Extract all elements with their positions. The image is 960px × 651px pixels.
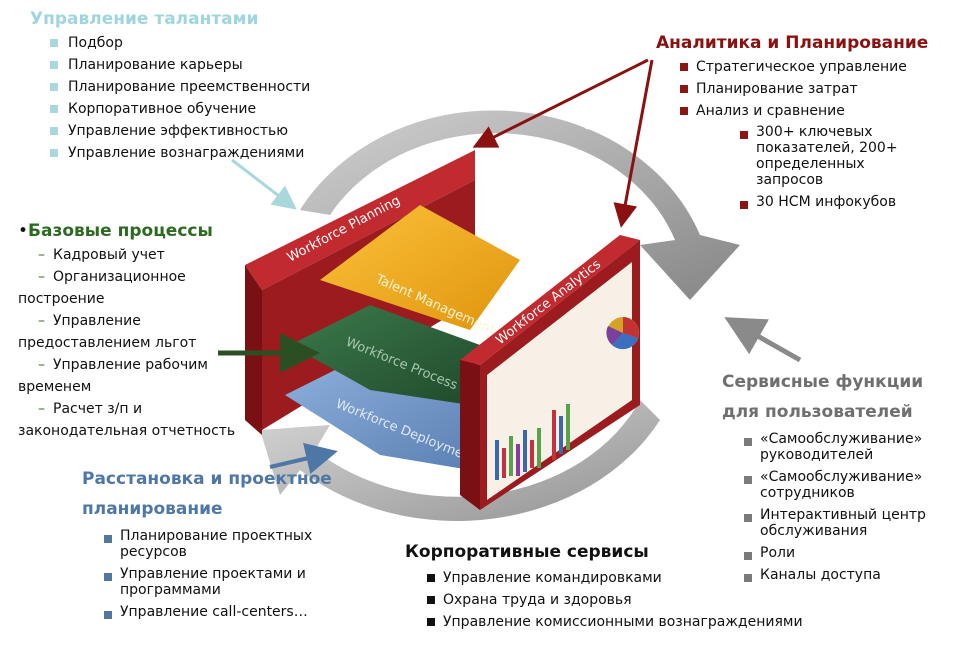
list-item: Управление вознаграждениями	[50, 142, 340, 164]
core-title: •Базовые процессы	[18, 221, 213, 241]
list-item: 30 HCM инфокубов	[740, 194, 926, 210]
core-title-bullet: •	[18, 221, 29, 241]
arrow-service	[724, 317, 802, 363]
analytics-sublist: 300+ ключевых показателей, 200+ определе…	[740, 124, 926, 210]
deploy-title: Расстановка и проектное планирование	[82, 469, 332, 519]
core-list: –Кадровый учет –Организационное построен…	[18, 244, 248, 442]
list-item: Интерактивный центр обслуживания	[744, 507, 950, 539]
list-item: «Самообслуживание» руководителей	[744, 431, 950, 463]
list-item: Подбор	[50, 32, 340, 54]
talent-management-block: Управление талантами Подбор Планирование…	[0, 8, 340, 164]
list-item: –Кадровый учет	[38, 247, 165, 263]
deploy-list: Планирование проектных ресурсов Управлен…	[104, 528, 350, 620]
list-item: Планирование преемственности	[50, 76, 340, 98]
list-item: –Организационное построение	[18, 269, 186, 307]
list-item: Планирование карьеры	[50, 54, 340, 76]
talent-title: Управление талантами	[30, 9, 259, 29]
corp-list: Управление командировками Охрана труда и…	[427, 567, 855, 633]
core-processes-block: •Базовые процессы –Кадровый учет –Органи…	[18, 220, 248, 442]
dashboard-thumbnail	[495, 317, 639, 480]
arrow-analytics-left	[472, 58, 649, 148]
list-item: Анализ и сравнение	[680, 100, 960, 122]
list-item: «Самообслуживание» сотрудников	[744, 469, 950, 501]
list-item: 300+ ключевых показателей, 200+ определе…	[740, 124, 926, 188]
list-item: Планирование затрат	[680, 78, 960, 100]
analytics-planning-block: Аналитика и Планирование Стратегическое …	[0, 32, 960, 216]
list-item: Управление комиссионными вознаграждениям…	[427, 611, 855, 633]
list-item: Управление командировками	[427, 567, 855, 589]
analytics-title: Аналитика и Планирование	[656, 33, 929, 53]
list-item: Стратегическое управление	[680, 56, 960, 78]
list-item: Управление call-centers…	[104, 604, 350, 620]
arrow-deploy	[269, 442, 338, 475]
list-item: –Управление предоставлением льгот	[18, 313, 197, 351]
deployment-block: Расстановка и проектное планирование Пла…	[82, 464, 372, 626]
analytics-list: Стратегическое управление Планирование з…	[680, 56, 960, 122]
list-item: Охрана труда и здоровья	[427, 589, 855, 611]
corporate-services-block: Корпоративные сервисы Управление команди…	[405, 541, 855, 633]
list-item: Корпоративное обучение	[50, 98, 340, 120]
arrow-talent	[231, 158, 297, 210]
corp-title: Корпоративные сервисы	[405, 542, 649, 562]
list-item: Планирование проектных ресурсов	[104, 528, 350, 560]
talent-list: Подбор Планирование карьеры Планирование…	[50, 32, 340, 164]
service-title: Сервисные функции для пользователей	[722, 372, 924, 422]
list-item: Каналы доступа	[744, 567, 950, 583]
list-item: Управление проектами и программами	[104, 566, 350, 598]
service-functions-block: Сервисные функции для пользователей «Сам…	[722, 367, 952, 589]
list-item: Управление эффективностью	[50, 120, 340, 142]
list-item: –Расчет з/п и законодательная отчетность	[18, 401, 236, 439]
list-item: Роли	[744, 545, 950, 561]
service-list: «Самообслуживание» руководителей «Самооб…	[744, 431, 950, 583]
list-item: –Управление рабочим временем	[18, 357, 208, 395]
arrow-analytics-right	[613, 59, 654, 228]
